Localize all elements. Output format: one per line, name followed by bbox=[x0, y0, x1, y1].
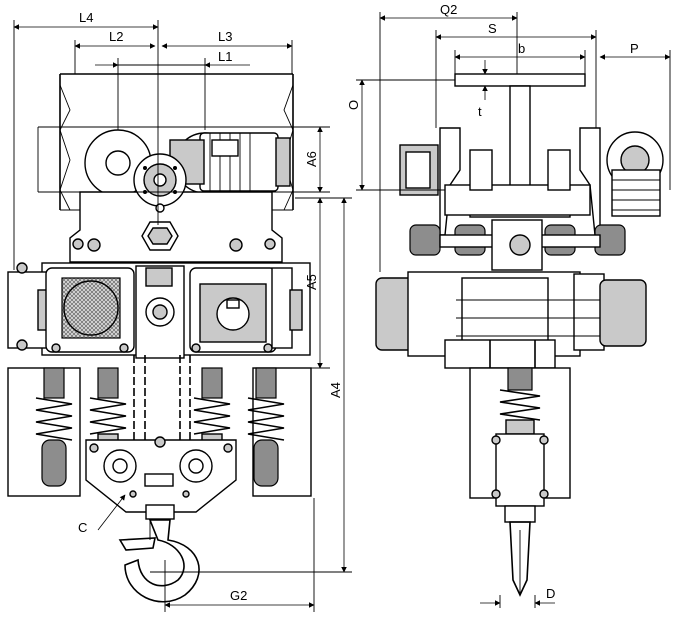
chain-guides bbox=[409, 219, 626, 271]
damper-1 bbox=[35, 367, 73, 487]
hook bbox=[118, 519, 200, 603]
dim-label-a5: A5 bbox=[304, 274, 319, 290]
side-trolley-motor bbox=[606, 131, 664, 217]
dim-label-q2: Q2 bbox=[440, 2, 457, 17]
dim-label-c: C bbox=[78, 520, 87, 535]
trolley-frame bbox=[69, 191, 283, 263]
front-view: L4 L2 L3 L1 A6 A5 A4 C G2 bbox=[7, 10, 352, 612]
dim-label-d: D bbox=[546, 586, 555, 601]
dim-label-g2: G2 bbox=[230, 588, 247, 603]
beam-break-left bbox=[59, 84, 71, 211]
dim-label-l2: L2 bbox=[109, 29, 123, 44]
dim-label-a4: A4 bbox=[328, 382, 343, 398]
dim-label-o: O bbox=[346, 100, 361, 110]
damper-3 bbox=[193, 367, 231, 451]
front-dimensions bbox=[13, 20, 352, 612]
hoist-body bbox=[7, 262, 311, 359]
damper-4 bbox=[247, 367, 285, 487]
trolley-side-plates bbox=[399, 127, 601, 236]
dim-label-t: t bbox=[478, 104, 482, 119]
dim-label-s: S bbox=[488, 21, 497, 36]
dim-label-p: P bbox=[630, 41, 639, 56]
side-hook-block bbox=[491, 433, 549, 597]
dim-label-a6: A6 bbox=[304, 151, 319, 167]
load-chains bbox=[133, 355, 191, 440]
dim-label-l4: L4 bbox=[79, 10, 93, 25]
hoist-motor-side bbox=[375, 271, 647, 369]
dim-label-l1: L1 bbox=[218, 49, 232, 64]
side-view: Q2 S b P O t D bbox=[346, 2, 671, 608]
trolley-motor bbox=[169, 132, 291, 192]
damper-2 bbox=[89, 367, 127, 451]
dim-label-b: b bbox=[518, 41, 525, 56]
bottom-block bbox=[85, 436, 237, 520]
beam-outline bbox=[59, 73, 294, 210]
dim-label-l3: L3 bbox=[218, 29, 232, 44]
side-dimensions bbox=[356, 12, 671, 608]
trolley-gearbox bbox=[133, 153, 187, 213]
